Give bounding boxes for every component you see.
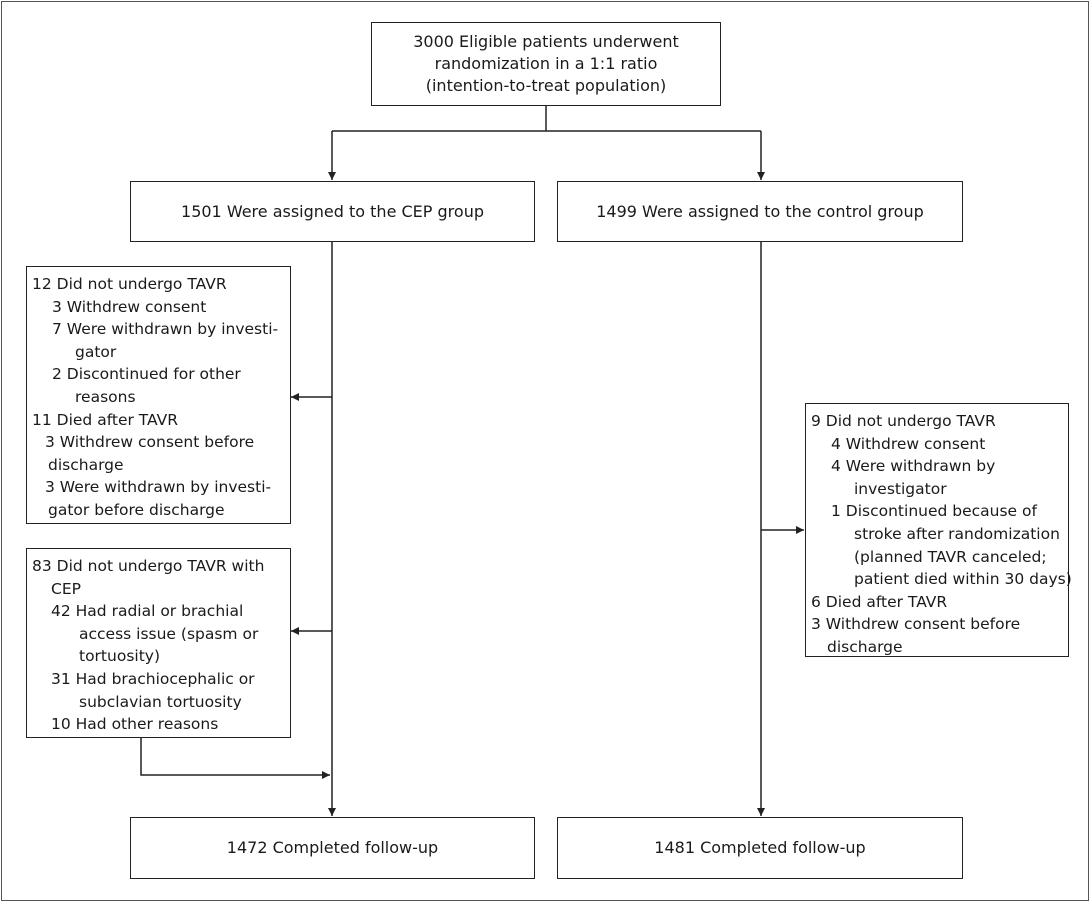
cep-excl1-line: gator before discharge	[48, 500, 225, 519]
cep-excl2-line: 31 Had brachiocephalic or	[51, 669, 255, 688]
cep-excl1-line: discharge	[48, 455, 124, 474]
cep-exclusion-2-return	[140, 738, 330, 779]
control-followup-label: 1481 Completed follow-up	[654, 838, 866, 857]
control-excl-line: 3 Withdrew consent before	[811, 615, 1021, 634]
randomization-box: 3000 Eligible patients underwent randomi…	[371, 22, 721, 106]
control-group-label: 1499 Were assigned to the control group	[596, 201, 924, 221]
control-excl-line: 9 Did not undergo TAVR	[811, 412, 996, 430]
randomization-line-1: 3000 Eligible patients underwent	[413, 32, 679, 51]
randomization-line-2: randomization in a 1:1 ratio	[434, 54, 658, 73]
cep-followup-box: 1472 Completed follow-up	[130, 817, 535, 879]
cep-group-label: 1501 Were assigned to the CEP group	[181, 201, 484, 221]
control-group-box: 1499 Were assigned to the control group	[557, 181, 963, 242]
cep-exclusion-box-2: 83 Did not undergo TAVR with CEP 42 Had …	[26, 548, 291, 738]
cep-excl1-line: gator	[75, 342, 117, 361]
cep-group-box: 1501 Were assigned to the CEP group	[130, 181, 535, 242]
cep-excl2-line: access issue (spasm or	[79, 624, 259, 643]
control-excl-line: 6 Died after TAVR	[811, 592, 948, 611]
control-excl-line: patient died within 30 days)	[854, 570, 1072, 589]
cep-excl1-line: 11 Died after TAVR	[32, 410, 179, 429]
cep-excl1-line: 3 Withdrew consent	[52, 297, 207, 316]
cep-excl2-line: tortuosity)	[79, 647, 160, 666]
control-excl-line: stroke after randomization	[854, 524, 1060, 543]
cep-excl1-line: reasons	[75, 387, 136, 406]
cep-excl2-line: 83 Did not undergo TAVR with	[32, 557, 265, 575]
control-exclusion-box: 9 Did not undergo TAVR 4 Withdrew consen…	[805, 403, 1072, 657]
cep-excl2-line: subclavian tortuosity	[79, 692, 242, 711]
control-excl-line: (planned TAVR canceled;	[854, 547, 1047, 566]
control-excl-line: 1 Discontinued because of	[831, 502, 1037, 521]
cep-followup-label: 1472 Completed follow-up	[226, 838, 439, 857]
control-followup-box: 1481 Completed follow-up	[557, 817, 963, 879]
cep-excl2-line: 42 Had radial or brachial	[51, 602, 244, 621]
cep-excl1-line: 3 Withdrew consent before	[45, 433, 255, 452]
cep-excl2-line: 10 Had other reasons	[51, 715, 219, 734]
control-excl-line: discharge	[827, 637, 903, 656]
control-excl-line: investigator	[854, 479, 947, 498]
cep-excl1-line: 2 Discontinued for other	[52, 365, 241, 384]
cep-exclusion-box-1: 12 Did not undergo TAVR 3 Withdrew conse…	[26, 266, 291, 524]
control-excl-line: 4 Were withdrawn by	[831, 457, 996, 476]
cep-excl1-line: 3 Were withdrawn by investi-	[45, 478, 272, 497]
randomization-line-3: (intention-to-treat population)	[425, 76, 667, 95]
cep-excl2-line: CEP	[51, 579, 81, 598]
control-excl-line: 4 Withdrew consent	[831, 434, 986, 453]
cep-excl1-line: 7 Were withdrawn by investi-	[52, 320, 279, 339]
cep-excl1-line: 12 Did not undergo TAVR	[32, 275, 227, 293]
